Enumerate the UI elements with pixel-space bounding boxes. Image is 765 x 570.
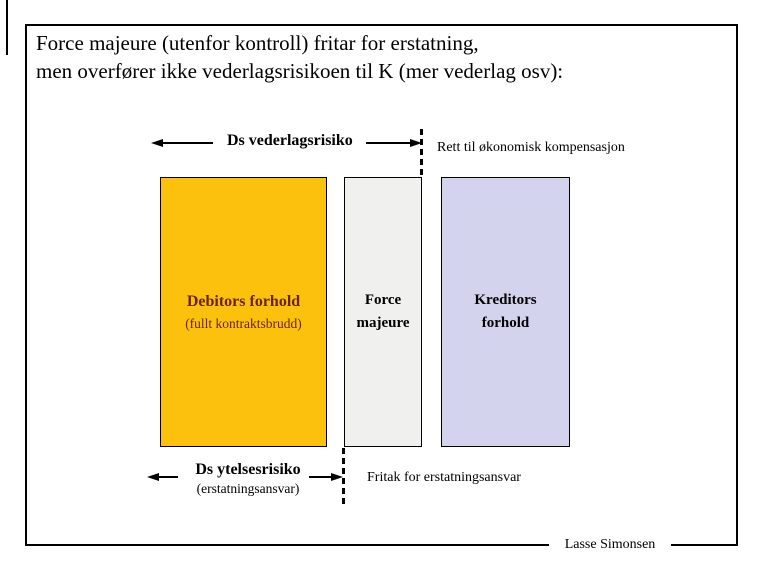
debitor-box-title: Debitors forhold [186,293,301,310]
bottom-left-arrow-icon [147,473,178,481]
top-left-arrow-icon [151,139,213,147]
slide-title-line-2: men overfører ikke vederlagsrisikoen til… [36,58,564,83]
dashed-connector-top [420,129,423,176]
kreditor-box-line-2: forhold [481,315,530,331]
top-right-arrow-icon [366,139,422,147]
dashed-connector-bottom [342,448,345,505]
slide-frame [25,24,738,546]
kreditor-box-line-1: Kreditors [474,292,537,308]
author-credit: Lasse Simonsen [549,537,671,553]
bottom-risk-label: Ds ytelsesrisiko [195,461,301,478]
bottom-right-arrow-icon [309,473,343,481]
bottom-risk-label-group: Ds ytelsesrisiko (erstatningsansvar) [158,459,338,497]
margin-tick [6,0,8,55]
bottom-risk-sublabel: (erstatningsansvar) [196,481,300,496]
liability-note: Fritak for erstatningsansvar [367,470,521,485]
kreditor-box: Kreditors forhold [441,177,570,447]
force-majeure-box-line-2: majeure [356,315,410,331]
debitor-box: Debitors forhold (fullt kontraktsbrudd) [160,177,327,447]
debitor-box-subtitle: (fullt kontraktsbrudd) [185,316,302,331]
force-majeure-box: Force majeure [344,177,422,447]
compensation-note: Rett til økonomisk kompensasjon [437,140,625,155]
top-risk-label: Ds vederlagsrisiko [227,132,353,149]
slide-title-line-1: Force majeure (utenfor kontroll) fritar … [36,31,479,55]
slide-title: Force majeure (utenfor kontroll) fritar … [36,30,716,85]
force-majeure-box-line-1: Force [364,292,402,308]
